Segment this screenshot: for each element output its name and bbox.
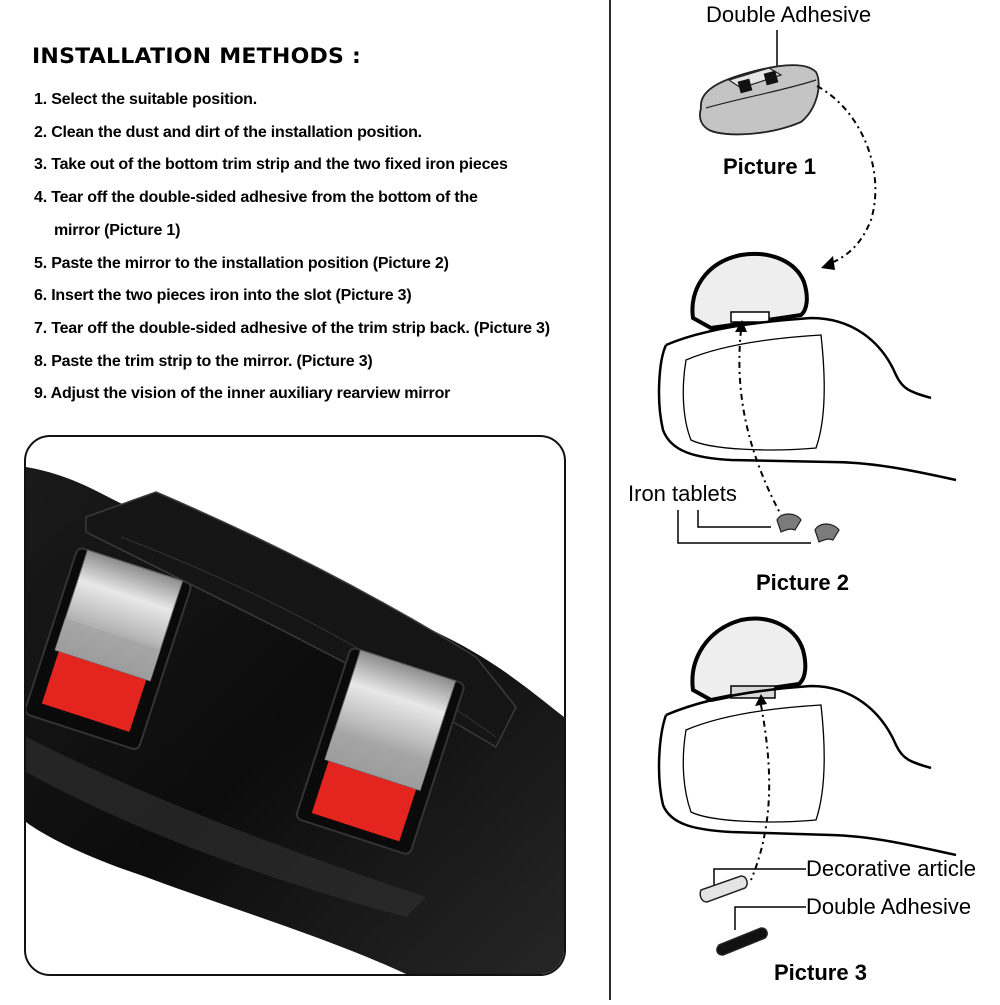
step-2: 2. Clean the dust and dirt of the instal…	[34, 123, 422, 141]
mirror-base-illustration	[26, 467, 564, 974]
picture3-mirror-drawing	[657, 616, 957, 956]
step-8: 8. Paste the trim strip to the mirror. (…	[34, 352, 373, 370]
diagram-drawings	[657, 30, 957, 956]
picture3-double-adhesive-label: Double Adhesive	[806, 894, 972, 919]
picture2-iron-tablets-label: Iron tablets	[628, 481, 737, 506]
step-3: 3. Take out of the bottom trim strip and…	[34, 156, 508, 174]
step-6: 6. Insert the two pieces iron into the s…	[34, 287, 412, 305]
picture1-base-drawing	[699, 30, 877, 270]
step-1: 1. Select the suitable position.	[34, 91, 257, 108]
step-9: 9. Adjust the vision of the inner auxili…	[34, 385, 451, 403]
vertical-divider	[609, 0, 611, 1000]
step-4: 4. Tear off the double-sided adhesive fr…	[34, 189, 478, 207]
picture1-double-adhesive-label: Double Adhesive	[706, 2, 872, 27]
product-photo	[24, 435, 566, 976]
step-4-continued: mirror (Picture 1)	[54, 221, 181, 239]
picture3-decorative-article-label: Decorative article	[806, 856, 976, 881]
picture3-caption: Picture 3	[774, 960, 867, 985]
step-7: 7. Tear off the double-sided adhesive of…	[34, 319, 550, 337]
installation-diagrams: Double Adhesive Picture 1 Iron tablets P…	[611, 0, 1000, 1000]
picture2-mirror-drawing	[657, 251, 957, 544]
page-title: INSTALLATION METHODS :	[32, 44, 362, 68]
picture2-caption: Picture 2	[756, 570, 849, 595]
installation-steps-list: 1. Select the suitable position. 2. Clea…	[34, 84, 550, 411]
step-5: 5. Paste the mirror to the installation …	[34, 254, 449, 272]
picture1-caption: Picture 1	[723, 154, 816, 179]
